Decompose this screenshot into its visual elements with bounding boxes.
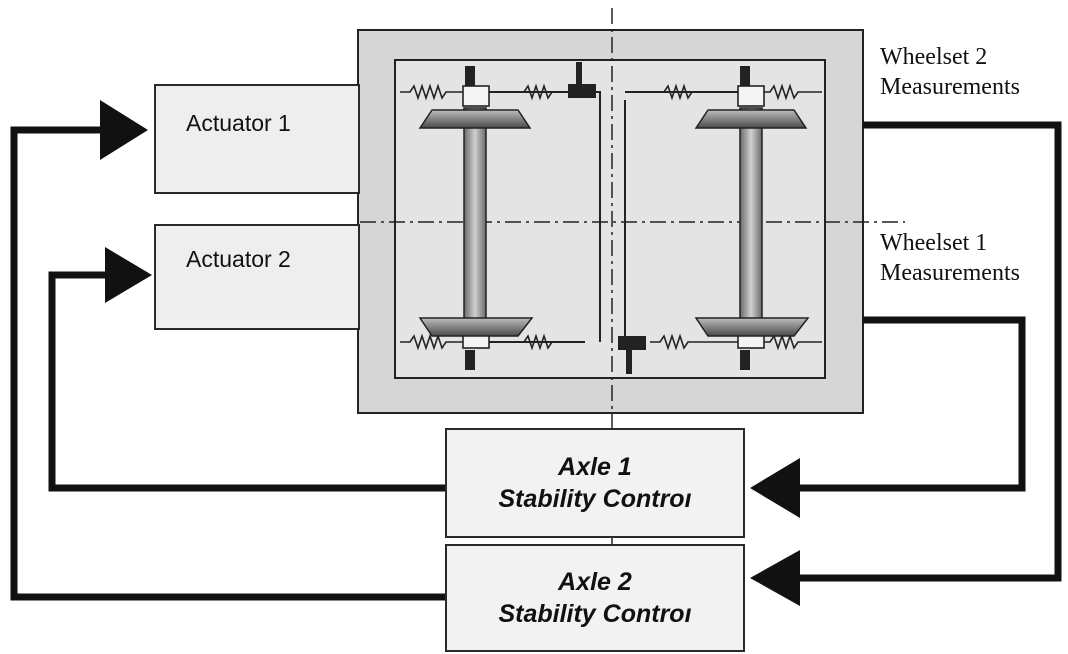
wheel xyxy=(694,317,810,337)
wheelset1-to-axle1-line xyxy=(795,316,1026,492)
actuator-2-label: Actuator 2 xyxy=(186,246,291,272)
spring xyxy=(655,83,740,101)
axle-1 xyxy=(463,107,487,331)
axle-1-subtitle: Stability Controı xyxy=(498,485,692,513)
arrowheads xyxy=(100,100,800,606)
wheelset-1-subtitle: Measurements xyxy=(880,260,1020,286)
spring xyxy=(515,83,572,101)
spring xyxy=(400,83,465,101)
wheel xyxy=(694,109,808,129)
arrow-into-axle-1-control xyxy=(750,458,800,518)
actuator-2-box: Actuator 2 xyxy=(154,224,360,330)
arrow-into-actuator-1 xyxy=(100,100,148,160)
axle-2-stability-control-box: Axle 2 Stability Controı xyxy=(445,544,745,652)
actuator-1-label: Actuator 1 xyxy=(186,110,291,136)
arrow-into-actuator-2 xyxy=(105,247,152,303)
spring xyxy=(400,333,465,351)
wheelset-1 xyxy=(418,107,534,337)
spring xyxy=(650,333,740,351)
spring xyxy=(760,83,822,101)
suspension-springs xyxy=(400,83,822,351)
wheel xyxy=(418,109,532,129)
wheelset-2 xyxy=(694,107,810,337)
axle-1-title: Axle 1 xyxy=(558,453,632,481)
spring xyxy=(515,333,572,351)
wheelset-2-subtitle: Measurements xyxy=(880,74,1020,100)
arrow-into-axle-2-control xyxy=(750,550,800,606)
wheelset2-to-axle2-line xyxy=(795,121,1062,582)
actuator-1-box: Actuator 1 xyxy=(154,84,360,194)
spring xyxy=(760,333,822,351)
wheel xyxy=(418,317,534,337)
axle-2-title: Axle 2 xyxy=(558,568,632,596)
axle2-to-actuator1-line xyxy=(10,126,445,601)
wheelset-2-measurements-label: Wheelset 2 Measurements xyxy=(880,42,1020,102)
axle-2-subtitle: Stability Controı xyxy=(498,600,692,628)
dampers xyxy=(465,62,750,374)
wheelset-1-measurements-label: Wheelset 1 Measurements xyxy=(880,228,1020,288)
axle-1-stability-control-box: Axle 1 Stability Controı xyxy=(445,428,745,538)
axle-2 xyxy=(739,107,763,331)
feedback-lines xyxy=(10,121,1062,601)
wheelset-2-title: Wheelset 2 xyxy=(880,44,988,70)
wheelset-1-title: Wheelset 1 xyxy=(880,230,988,256)
axle1-to-actuator2-line xyxy=(48,271,445,492)
